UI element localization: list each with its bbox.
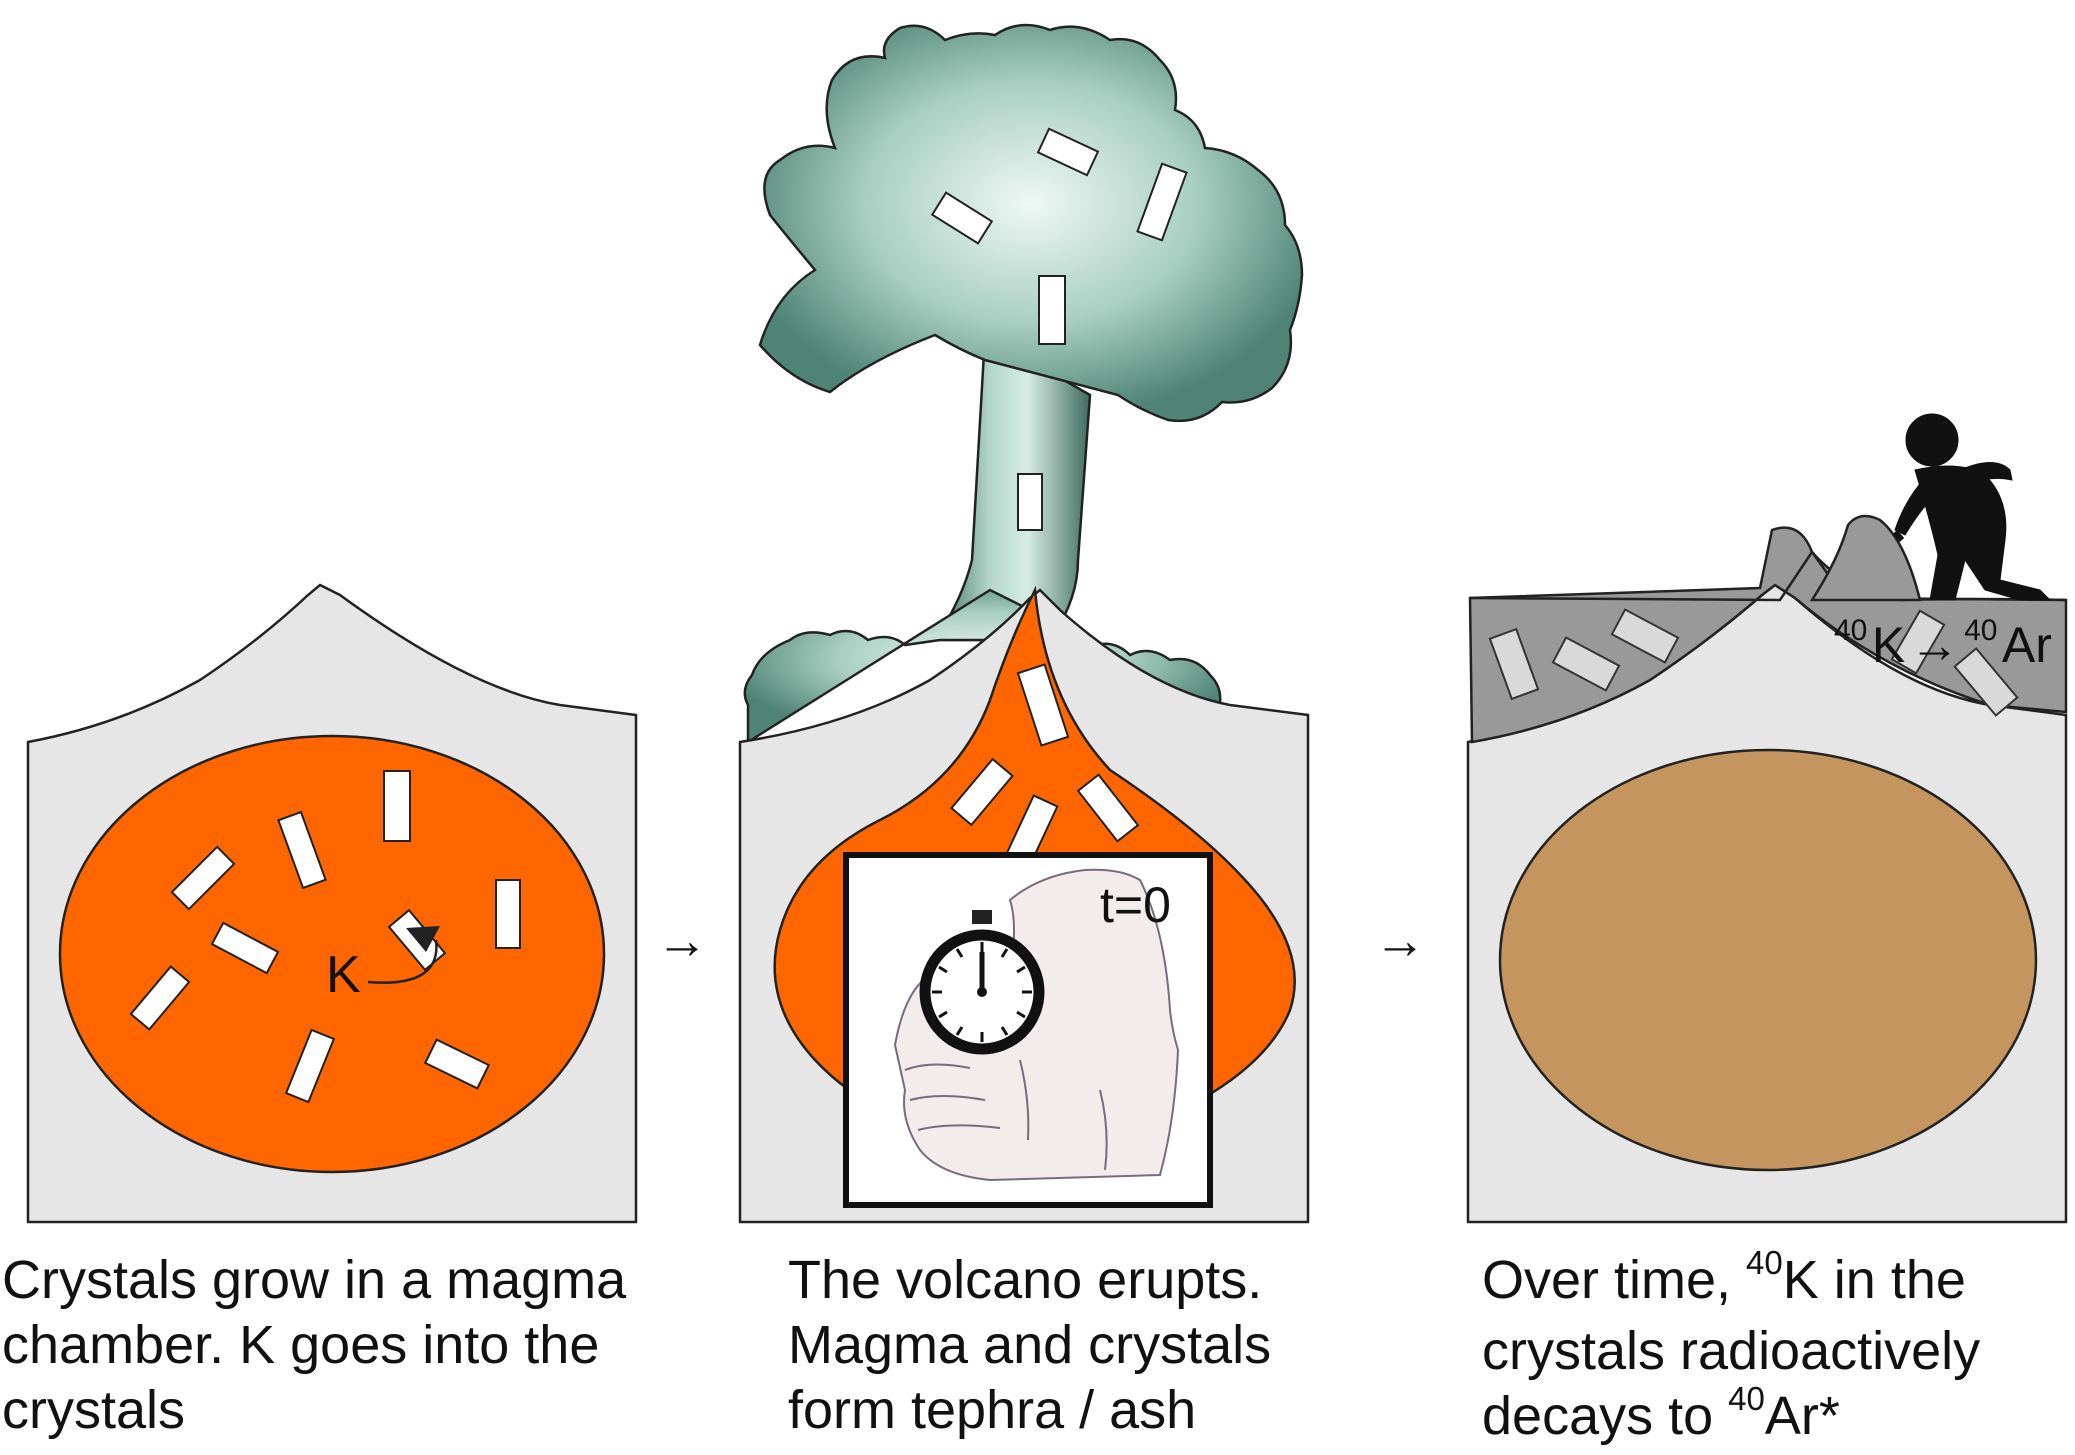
- decay-sup-ar: 40: [1964, 614, 1997, 647]
- crystal: [1016, 663, 1070, 747]
- crystal: [383, 770, 411, 842]
- tephra-crystals: [1488, 608, 2019, 717]
- crystal: [1036, 127, 1100, 177]
- decay-k: K: [1872, 617, 1905, 673]
- panel-3-decay: 40 K → 40 Ar: [1466, 413, 2068, 1224]
- caption-line: form tephra / ash: [788, 1380, 1197, 1440]
- caption-line: crystals radioactively: [1482, 1321, 1981, 1381]
- caption-line: The volcano erupts.: [788, 1250, 1263, 1310]
- caption-sup: 40: [1746, 1244, 1783, 1281]
- crystal: [950, 757, 1014, 827]
- crystal: [277, 810, 327, 890]
- caption-text: K in the: [1782, 1250, 1966, 1310]
- caption-line: crystals: [2, 1380, 186, 1440]
- caption-line: decays to 40Ar*: [1482, 1380, 1980, 1455]
- flow-arrow-2: →: [1374, 912, 1426, 970]
- caption-panel-3: Over time, 40K in the crystals radioacti…: [1482, 1244, 1981, 1455]
- crystal: [1551, 636, 1621, 692]
- decay-arrow: →: [1910, 617, 1960, 673]
- crystal: [129, 965, 191, 1031]
- decay-equation: 40 K → 40 Ar: [1834, 614, 2052, 673]
- decay-sup-k: 40: [1834, 614, 1867, 647]
- crystal: [1017, 473, 1043, 531]
- panel-2-eruption: t=0: [738, 23, 1310, 1224]
- crystal: [1136, 162, 1188, 242]
- caption-line: Magma and crystals: [788, 1315, 1272, 1375]
- tephra-layer: [1468, 526, 2068, 744]
- crystals: [129, 770, 521, 1104]
- crystal: [1890, 609, 1946, 675]
- caption-text: decays to: [1482, 1386, 1729, 1446]
- flow-arrow-1: →: [656, 912, 708, 970]
- panel-1-magma-chamber: K: [26, 583, 638, 1224]
- cooled-chamber: [1498, 748, 2038, 1172]
- dirt-pile: [1809, 514, 1922, 602]
- ash-cloud: [743, 23, 1304, 745]
- crystal: [1076, 773, 1140, 843]
- k-label: K: [326, 946, 361, 1004]
- timer-inset: t=0: [843, 852, 1213, 1208]
- caption-line: Crystals grow in a magma: [2, 1250, 627, 1310]
- crystal: [495, 879, 521, 949]
- crystal: [210, 921, 280, 975]
- k-arrow: [367, 939, 438, 984]
- timer-label: t=0: [1100, 877, 1171, 933]
- crystal: [930, 191, 994, 245]
- caption-sup: 40: [1728, 1380, 1765, 1417]
- k-arrow-head: [406, 926, 440, 952]
- caption-panel-1: Crystals grow in a magma chamber. K goes…: [2, 1248, 626, 1443]
- crystal: [1038, 275, 1066, 345]
- caption-line: chamber. K goes into the: [2, 1315, 600, 1375]
- erupting-crystals: [950, 663, 1140, 866]
- hand-lines: [904, 1059, 1108, 1171]
- crystal: [170, 845, 236, 911]
- caption-text: Ar*: [1764, 1386, 1840, 1446]
- crystal: [423, 1038, 491, 1090]
- crystal: [1610, 608, 1680, 664]
- caption-line: Over time, 40K in the: [1482, 1244, 1980, 1319]
- ash-crystals: [930, 127, 1188, 531]
- stopwatch-icon: [919, 910, 1045, 1055]
- crystal: [284, 1028, 336, 1104]
- cloud-canopy: [758, 23, 1304, 423]
- crystal: [1488, 627, 1540, 701]
- caption-text: Over time,: [1482, 1250, 1747, 1310]
- decay-ar: Ar: [2002, 617, 2052, 673]
- crystal: [1953, 647, 2019, 717]
- caption-panel-2: The volcano erupts. Magma and crystals f…: [788, 1248, 1271, 1443]
- person-digging-icon: [1892, 413, 2052, 601]
